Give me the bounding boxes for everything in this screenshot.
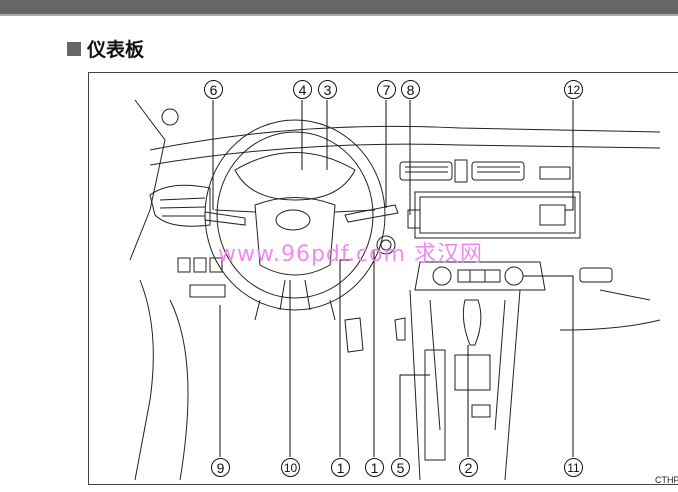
callout-5: 5: [391, 458, 410, 477]
callout-8: 8: [401, 80, 420, 99]
callout-11: 11: [564, 458, 583, 477]
callout-9: 9: [211, 458, 230, 477]
callout-3: 3: [318, 80, 337, 99]
callout-1b: 1: [365, 458, 384, 477]
bullet-square-icon: [67, 41, 81, 56]
callout-12: 12: [564, 80, 583, 99]
section-heading: 仪表板: [67, 35, 144, 62]
callout-4: 4: [293, 80, 312, 99]
page-title: 仪表板: [87, 39, 145, 61]
watermark: www.96pdf.com 求汉网: [218, 242, 483, 267]
callout-7: 7: [377, 80, 396, 99]
callout-6: 6: [204, 80, 223, 99]
callout-1a: 1: [331, 458, 350, 477]
top-bar: [0, 0, 678, 16]
figure-frame: [88, 72, 678, 485]
callout-2: 2: [459, 458, 478, 477]
figure-code: CTHPI: [655, 475, 678, 485]
callout-10: 10: [281, 458, 300, 477]
